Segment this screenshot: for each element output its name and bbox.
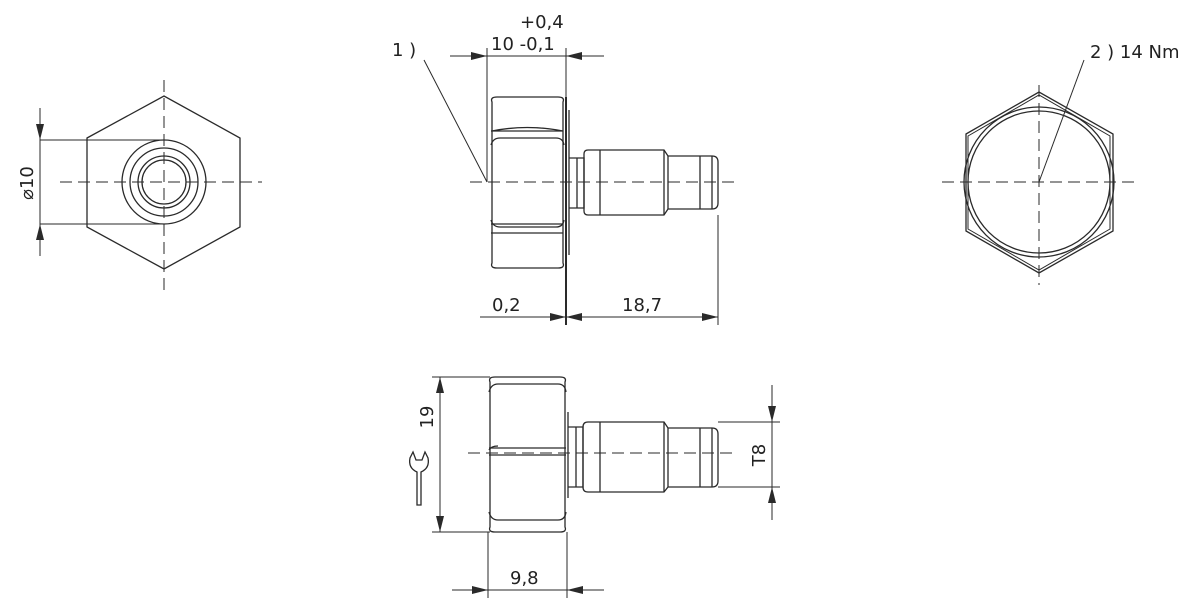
top-hex-head bbox=[490, 96, 565, 269]
gap-label: 0,2 bbox=[492, 295, 521, 316]
head-width-label: 9,8 bbox=[510, 568, 539, 589]
thread-label: T8 bbox=[749, 444, 770, 467]
length-label: 18,7 bbox=[622, 295, 662, 316]
side-view-top: 1 ) +0,4 10 -0,1 0,2 18,7 bbox=[392, 12, 735, 325]
note2-label: 2 ) 14 Nm bbox=[1090, 42, 1180, 63]
width-nominal-label: 10 -0,1 bbox=[491, 34, 555, 55]
diameter-label: ⌀10 bbox=[17, 166, 38, 200]
left-hex-outline bbox=[86, 95, 241, 270]
bottom-hex-head bbox=[488, 376, 567, 533]
wrench-icon bbox=[409, 450, 429, 506]
across-flats-label: 19 bbox=[417, 406, 438, 429]
left-end-view: ⌀10 bbox=[17, 80, 262, 296]
right-end-view: 2 ) 14 Nm bbox=[942, 42, 1180, 285]
tolerance-upper-label: +0,4 bbox=[520, 12, 564, 33]
side-view-bottom: 19 T8 9,8 bbox=[409, 376, 780, 598]
note1-label: 1 ) bbox=[392, 40, 416, 61]
